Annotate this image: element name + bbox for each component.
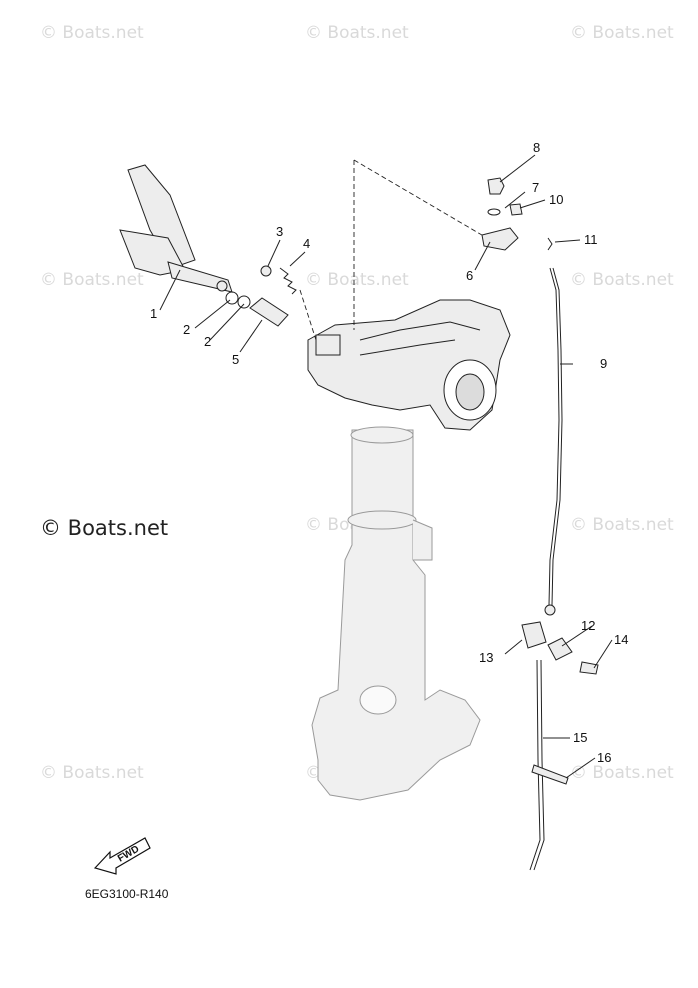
- callout-15: 15: [573, 730, 587, 745]
- callout-12: 12: [581, 618, 595, 633]
- handle-part: [119, 164, 233, 293]
- callout-4: 4: [303, 236, 310, 251]
- callout-2b: 2: [204, 334, 211, 349]
- watermark: © Boats.net: [570, 270, 674, 290]
- link-rod: [544, 267, 563, 616]
- callout-6: 6: [466, 268, 473, 283]
- callout-9: 9: [600, 356, 607, 371]
- lower-link-parts: [521, 621, 599, 871]
- bracket-assembly: [481, 177, 553, 251]
- fwd-label: FWD: [116, 844, 141, 865]
- reference-lines: [299, 159, 488, 341]
- callout-3: 3: [276, 224, 283, 239]
- callout-10: 10: [549, 192, 563, 207]
- watermark: © Boats.net: [40, 23, 144, 43]
- watermark: © Boats.net: [40, 763, 144, 783]
- callout-labels: 1 2 2 3 4 5 6 7 8 9 10 11 12 13 14 15 16: [150, 140, 628, 765]
- callout-14: 14: [614, 632, 628, 647]
- callout-1: 1: [150, 306, 157, 321]
- callout-13: 13: [479, 650, 493, 665]
- callout-11: 11: [584, 232, 598, 247]
- callout-16: 16: [597, 750, 611, 765]
- watermark-main: © Boats.net: [40, 516, 168, 540]
- watermark: © Boats.net: [40, 270, 144, 290]
- watermark: © Boats.net: [570, 515, 674, 535]
- callout-2a: 2: [183, 322, 190, 337]
- watermark: © Boats.net: [570, 763, 674, 783]
- watermark: © Boats.net: [305, 23, 409, 43]
- callout-8: 8: [533, 140, 540, 155]
- callout-7: 7: [532, 180, 539, 195]
- watermark: © Boats.net: [570, 23, 674, 43]
- leader-lines: [159, 154, 613, 779]
- outboard-body-outline: [307, 299, 511, 801]
- fwd-arrow-icon: FWD: [93, 837, 151, 875]
- callout-5: 5: [232, 352, 239, 367]
- handle-small-parts: [225, 265, 297, 327]
- watermark: © Boats.net: [305, 270, 409, 290]
- diagram-code: 6EG3100-R140: [85, 887, 169, 901]
